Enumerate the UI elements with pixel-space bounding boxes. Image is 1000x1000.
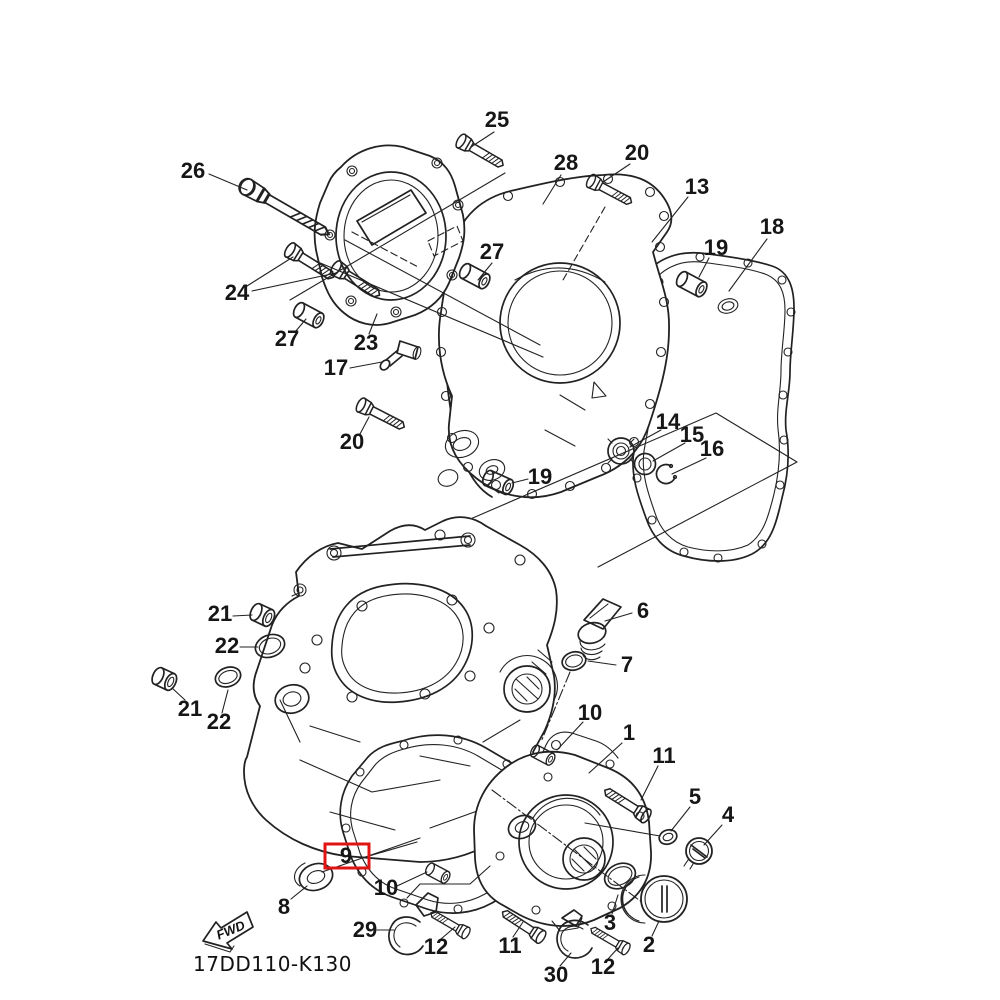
callout-25[interactable]: 25 bbox=[485, 107, 509, 132]
collar-21-bottom bbox=[148, 664, 180, 694]
oring-7 bbox=[540, 650, 587, 743]
callout-16[interactable]: 16 bbox=[700, 436, 724, 461]
callout-5[interactable]: 5 bbox=[689, 784, 701, 809]
callout-13[interactable]: 13 bbox=[685, 174, 709, 199]
callout-10-upper[interactable]: 10 bbox=[578, 700, 602, 725]
callout-21-bottom[interactable]: 21 bbox=[178, 696, 202, 721]
oil-seal-8 bbox=[294, 862, 334, 892]
callout-6[interactable]: 6 bbox=[637, 598, 649, 623]
callout-4[interactable]: 4 bbox=[722, 802, 735, 827]
oring-22-bottom bbox=[214, 666, 242, 688]
callout-9-highlighted[interactable]: 9 bbox=[340, 843, 352, 868]
callout-28[interactable]: 28 bbox=[554, 150, 578, 175]
callout-11-lower[interactable]: 11 bbox=[498, 933, 521, 958]
callout-7[interactable]: 7 bbox=[621, 652, 633, 677]
callout-24[interactable]: 24 bbox=[225, 280, 250, 305]
crankcase bbox=[243, 516, 558, 863]
crankcase-cover-2-13 bbox=[435, 173, 673, 500]
callout-12-right[interactable]: 12 bbox=[591, 954, 615, 979]
highlight-box-9 bbox=[323, 842, 371, 870]
callout-30[interactable]: 30 bbox=[544, 962, 568, 987]
callout-26[interactable]: 26 bbox=[181, 158, 205, 183]
oil-pipe-screw-17 bbox=[379, 340, 422, 371]
callout-10-lower[interactable]: 10 bbox=[374, 875, 398, 900]
callout-8[interactable]: 8 bbox=[278, 894, 290, 919]
callout-11-upper[interactable]: 11 bbox=[652, 743, 675, 768]
plug-cap-2 bbox=[620, 874, 688, 924]
dowel-10-lower bbox=[423, 860, 453, 886]
oil-dipstick-6 bbox=[577, 598, 622, 661]
callout-3[interactable]: 3 bbox=[604, 910, 616, 935]
clamp-30 bbox=[556, 909, 593, 959]
bearing-14 bbox=[607, 437, 635, 465]
callout-20-top[interactable]: 20 bbox=[625, 140, 649, 165]
callouts: 26 25 28 20 13 19 18 24 27 27 23 17 20 1… bbox=[178, 107, 784, 987]
bolt-25 bbox=[453, 131, 508, 173]
oil-seal-15 bbox=[633, 452, 657, 476]
crankcase-cover-1-23 bbox=[313, 144, 466, 326]
callout-14[interactable]: 14 bbox=[656, 409, 681, 434]
collar-19-right bbox=[673, 268, 711, 300]
callout-19-mid[interactable]: 19 bbox=[528, 464, 552, 489]
callout-1[interactable]: 1 bbox=[623, 720, 635, 745]
callout-20-mid[interactable]: 20 bbox=[340, 429, 364, 454]
callout-19-right[interactable]: 19 bbox=[704, 235, 728, 260]
callout-22-top[interactable]: 22 bbox=[215, 633, 239, 658]
callout-12-left[interactable]: 12 bbox=[424, 934, 448, 959]
callout-17[interactable]: 17 bbox=[324, 355, 348, 380]
callout-23[interactable]: 23 bbox=[354, 330, 378, 355]
callout-22-bottom[interactable]: 22 bbox=[207, 709, 231, 734]
callout-15[interactable]: 15 bbox=[680, 422, 704, 447]
callout-27-left[interactable]: 27 bbox=[275, 326, 299, 351]
callout-29[interactable]: 29 bbox=[353, 917, 377, 942]
clamp-29 bbox=[388, 892, 439, 956]
leader-lines bbox=[171, 131, 768, 967]
part-code: 17DD110-K130 bbox=[193, 952, 352, 976]
fwd-label: FWD bbox=[214, 917, 248, 942]
callout-21-top[interactable]: 21 bbox=[208, 601, 232, 626]
fwd-arrow: FWD bbox=[202, 911, 254, 953]
callout-27-right[interactable]: 27 bbox=[480, 239, 504, 264]
callout-2[interactable]: 2 bbox=[643, 932, 655, 957]
washer-5 bbox=[658, 828, 678, 846]
alignment-lines bbox=[289, 172, 798, 597]
oring-22-top bbox=[254, 633, 286, 659]
callout-18[interactable]: 18 bbox=[760, 214, 784, 239]
circlip-16 bbox=[655, 463, 678, 485]
screw-plug-4 bbox=[683, 837, 713, 870]
